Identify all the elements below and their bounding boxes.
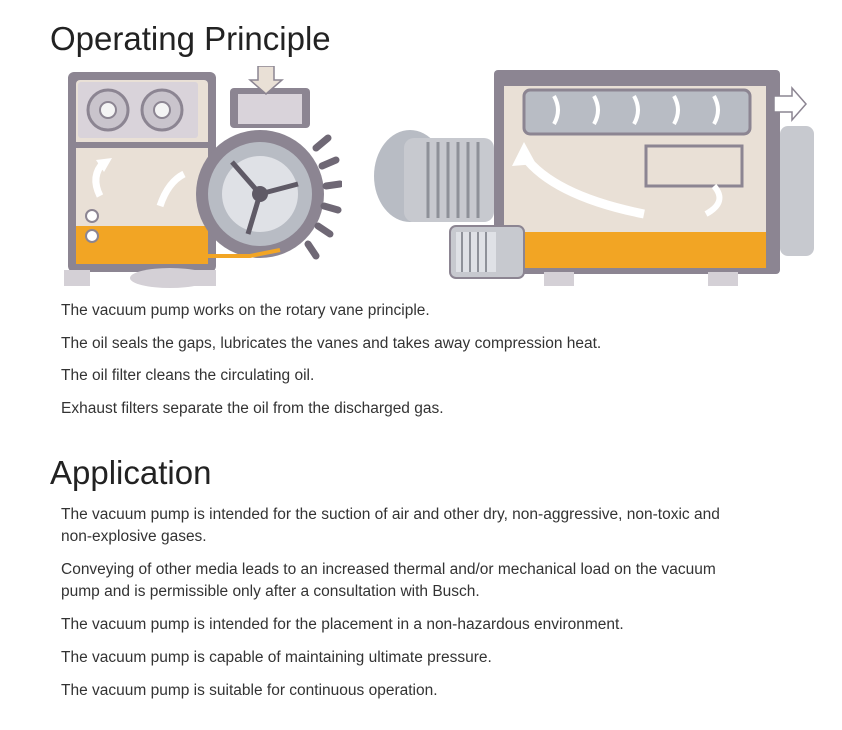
pump-side-view-illustration: [374, 70, 814, 286]
list-item: The vacuum pump is suitable for continuo…: [61, 682, 438, 699]
list-item: The oil filter cleans the circulating oi…: [61, 367, 315, 384]
list-item: The oil seals the gaps, lubricates the v…: [61, 334, 602, 352]
list-item: Conveying of other media leads to an inc…: [61, 561, 716, 600]
pump-cross-section-illustration: [64, 66, 342, 288]
application-heading: Application: [50, 454, 212, 491]
list-item: The vacuum pump is capable of maintainin…: [61, 649, 492, 666]
operating-principle-list: The vacuum pump works on the rotary vane…: [61, 300, 741, 430]
application-list: The vacuum pump is intended for the suct…: [61, 504, 721, 713]
list-item: The vacuum pump is intended for the plac…: [61, 616, 624, 633]
operating-principle-heading: Operating Principle: [50, 20, 331, 57]
list-item: Exhaust filters separate the oil from th…: [61, 399, 444, 417]
list-item: The vacuum pump is intended for the suct…: [61, 506, 720, 545]
list-item: The vacuum pump works on the rotary vane…: [61, 302, 430, 319]
